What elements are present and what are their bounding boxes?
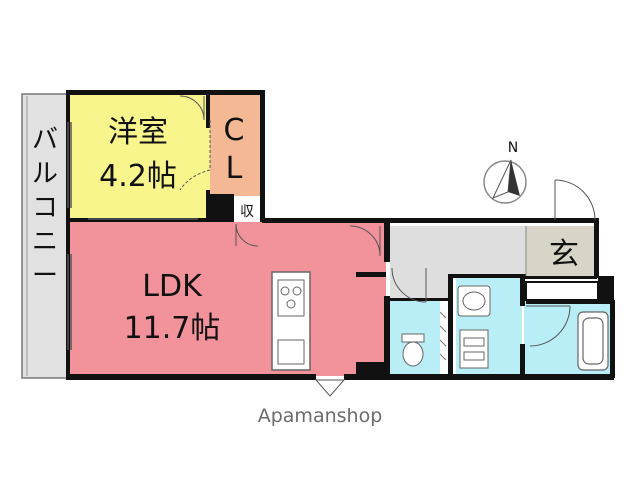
closet-label-line1: C — [224, 113, 245, 148]
laundry-space — [439, 311, 447, 361]
ldk-size: 11.7帖 — [124, 311, 221, 346]
entrance-label: 玄 — [549, 237, 579, 272]
western-room-size: 4.2帖 — [99, 159, 177, 194]
windows — [67, 122, 198, 350]
storage-label: 収 — [240, 204, 254, 220]
north-arrow-icon — [492, 159, 520, 199]
ldk — [68, 222, 386, 376]
compass-north-label: N — [508, 140, 518, 156]
entrance — [526, 226, 598, 276]
kitchen-counter — [271, 271, 311, 371]
toilet-fixture — [401, 333, 425, 367]
closet — [210, 94, 260, 196]
hallway-lower — [390, 276, 452, 300]
watermark: Apamanshop — [258, 405, 383, 427]
balcony-label: バルコニー — [32, 125, 58, 291]
ldk-name: LDK — [142, 269, 203, 304]
closet-label-line2: L — [226, 151, 243, 186]
compass: N — [483, 140, 527, 204]
balcony — [21, 93, 69, 379]
bathtub — [577, 311, 609, 371]
wash-basin — [457, 285, 491, 369]
walls — [66, 90, 615, 380]
western-room — [68, 94, 210, 220]
doors — [179, 95, 596, 397]
hallway — [390, 226, 526, 276]
western-room-name: 洋室 — [108, 115, 168, 150]
